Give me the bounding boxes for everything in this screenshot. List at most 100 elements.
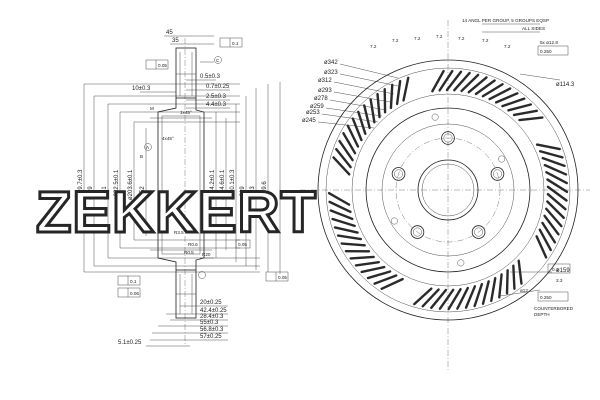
ventilation-slot xyxy=(431,69,445,93)
ventilation-slot xyxy=(501,97,526,108)
friction-ring-top xyxy=(175,47,197,99)
ventilation-slot xyxy=(329,209,354,221)
ventilation-slot xyxy=(328,200,352,214)
ventilation-slot xyxy=(546,200,565,219)
bolt-hole-inner xyxy=(493,169,502,179)
tolerance-frame-label: 0.05 xyxy=(238,242,247,247)
section-note-label: R3.5 xyxy=(174,230,184,235)
locating-hole xyxy=(498,155,506,163)
diameter-label: ø249.6 xyxy=(262,181,268,200)
chamfer-label: 7.2 xyxy=(504,44,511,49)
tolerance-frame-label: 0.05 xyxy=(278,275,287,280)
ventilation-slot xyxy=(349,255,375,260)
ventilation-slot xyxy=(338,139,354,162)
diameter-label: ø203.6±0.1 xyxy=(128,169,134,200)
bottom-dimension-label: 57±0.25 xyxy=(200,334,222,340)
ventilation-slot xyxy=(488,87,512,101)
bolt-hole-inner xyxy=(394,169,403,179)
ventilation-slot xyxy=(332,156,351,176)
tolerance-frame-label: 0.06 xyxy=(130,291,139,296)
bolt-hole xyxy=(471,225,486,239)
disc-inner-face xyxy=(351,93,545,287)
locating-hole xyxy=(431,113,439,121)
ventilation-slot xyxy=(538,228,552,252)
disc-outer-face xyxy=(325,67,571,313)
depth-label: 3.3 xyxy=(556,278,563,283)
bolt-hole-inner xyxy=(443,133,453,143)
tolerance-frame-label: 0.05 xyxy=(158,63,167,68)
section-note-label: R20 xyxy=(202,252,211,257)
depth-note: DEPTH xyxy=(534,312,550,317)
ventilation-slot xyxy=(354,260,380,267)
ventilation-slot xyxy=(333,226,359,234)
ventilation-slot xyxy=(460,73,480,93)
ventilation-slot xyxy=(494,92,519,104)
front-diameter-label: ø293 xyxy=(318,88,332,94)
bottom-dimension-label: 56.8±0.3 xyxy=(200,327,224,333)
front-diameter-label: ø342 xyxy=(324,60,338,66)
front-diameter-label: ø278 xyxy=(314,96,328,102)
ventilation-slot xyxy=(541,156,566,168)
diameter-label: ø223 xyxy=(250,186,256,200)
bolt-hole xyxy=(490,167,505,181)
ventilation-slot xyxy=(535,143,561,151)
hub-hat-outline xyxy=(157,98,177,270)
brand-watermark: ZEKKERT xyxy=(36,180,317,245)
ventilation-slot xyxy=(389,83,394,110)
ventilation-slot xyxy=(430,288,448,310)
ventilation-slot xyxy=(512,109,539,117)
ventilation-slot xyxy=(481,83,504,98)
section-note-label: C xyxy=(216,58,220,63)
ventilation-slot xyxy=(363,104,371,130)
center-bore-chamfer xyxy=(421,163,475,217)
bolt-hole xyxy=(391,167,406,181)
bottom-dimension-label: 28.4±0.3 xyxy=(200,314,224,320)
top-dimension-label: 2.5±0.3 xyxy=(206,94,227,100)
ventilation-slot xyxy=(373,274,398,285)
top-dimension-label: 0.5±0.3 xyxy=(200,74,221,80)
section-view xyxy=(83,35,289,347)
ventilation-slot xyxy=(543,163,568,176)
hub-diameter-label: ø114.3 xyxy=(556,82,575,88)
section-note-label: R0.6 xyxy=(188,242,198,247)
top-dimension-label: 4.4±0.3 xyxy=(206,102,227,108)
bottom-dimension-label: 42.4±0.25 xyxy=(200,308,227,314)
front-diameter-label: ø253 xyxy=(306,110,320,116)
ventilation-slot xyxy=(545,171,568,185)
diameter-label: ø184.6±0.1 xyxy=(220,169,226,200)
chamfer-label: 7.2 xyxy=(458,36,465,41)
front-frame-label: 0.250 xyxy=(540,49,552,54)
ventilation-slot xyxy=(546,192,567,211)
ventilation-slot xyxy=(438,69,454,92)
bolt-hole xyxy=(410,225,425,239)
front-frame-label: 0.1 xyxy=(552,267,559,272)
ventilation-slot xyxy=(380,277,404,290)
ventilation-slot xyxy=(336,234,363,241)
bolt-circle xyxy=(395,137,501,243)
bolt-hole-inner xyxy=(413,227,422,237)
chamfer-label: 7.2 xyxy=(414,36,421,41)
ventilation-slot xyxy=(543,214,560,236)
slot-all-sides-note: ALL SIDES xyxy=(522,26,545,31)
ventilation-slot xyxy=(474,79,496,96)
ventilation-slot xyxy=(421,288,440,308)
hole-diameter-label: ø12 xyxy=(520,288,528,293)
chamfer-label: 7.2 xyxy=(482,38,489,43)
section-note-label: R0.5 xyxy=(184,250,194,255)
diameter-label: ø249 xyxy=(88,186,94,200)
front-diameter-label: ø323 xyxy=(324,70,338,76)
ventilation-slot xyxy=(402,76,410,102)
front-diameter-label: ø245 xyxy=(302,118,316,124)
top-dimension-label: 45 xyxy=(166,30,173,36)
ventilation-slot xyxy=(360,265,386,274)
ventilation-slot xyxy=(413,287,433,306)
front-view xyxy=(300,20,590,370)
section-note-label: 1x45° xyxy=(180,110,192,115)
top-dimension-label: 0.7±0.25 xyxy=(206,84,230,90)
ventilation-slot xyxy=(535,235,548,259)
top-dimension-label: 35 xyxy=(172,38,179,44)
section-note-label: A xyxy=(146,145,150,150)
counterbore-note: COUNTERBORED xyxy=(534,306,574,311)
bolt-hole-group xyxy=(390,113,506,267)
hat-outer-edge xyxy=(365,107,531,273)
